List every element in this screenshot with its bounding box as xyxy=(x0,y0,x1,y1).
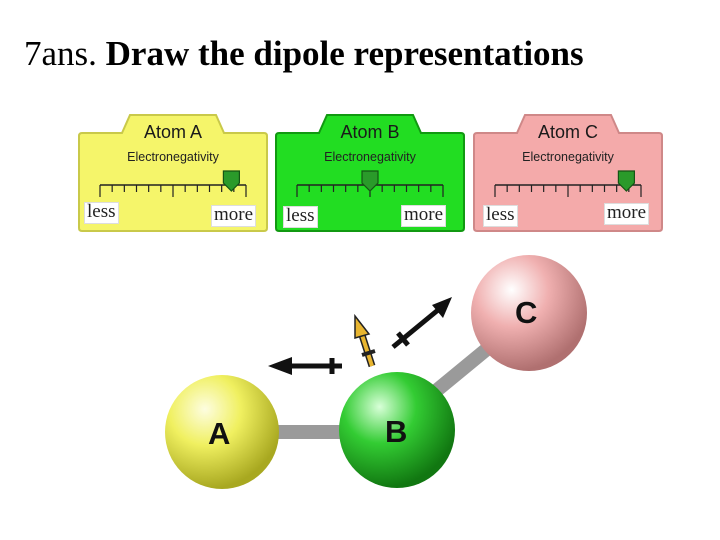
atom-a-more-label: more xyxy=(211,205,257,227)
panel-shape xyxy=(78,114,268,232)
electronegativity-marker xyxy=(361,170,379,192)
atom-c-title: Atom C xyxy=(537,122,598,142)
atom-a-less-label: less xyxy=(84,202,119,224)
atom-b-less-label: less xyxy=(283,206,318,228)
dipole-arrow-a-b xyxy=(268,357,342,375)
atom-a-label: A xyxy=(208,416,231,451)
atom-c-electronegativity-label: Electronegativity xyxy=(522,150,614,164)
dipole-arrow-b-c xyxy=(391,297,452,349)
atom-b-title: Atom B xyxy=(340,122,400,142)
atom-b-electronegativity-label: Electronegativity xyxy=(324,150,416,164)
atom-a-title: Atom A xyxy=(143,122,203,142)
atom-b-electronegativity-scale xyxy=(296,170,444,197)
net-dipole-arrow xyxy=(354,313,376,368)
page-title: 7ans. Draw the dipole representations xyxy=(24,36,584,71)
atom-a-panel: Atom A Electronegativity less more xyxy=(78,111,268,232)
atom-c-less-label: less xyxy=(483,205,518,227)
atom-b-label: B xyxy=(385,414,408,449)
electronegativity-marker xyxy=(222,170,240,192)
electronegativity-marker xyxy=(617,170,635,192)
atom-c-panel-background xyxy=(473,114,663,232)
atom-c-panel: Atom C Electronegativity less more xyxy=(473,111,663,232)
title-number: 7ans. xyxy=(24,34,97,73)
atom-a-panel-background xyxy=(78,114,268,232)
atom-c-electronegativity-scale xyxy=(494,170,642,197)
atom-a-electronegativity-scale xyxy=(99,170,247,197)
atom-a-sphere xyxy=(165,375,279,489)
title-text: Draw the dipole representations xyxy=(105,34,584,73)
atom-a-electronegativity-label: Electronegativity xyxy=(127,150,219,164)
atom-b-more-label: more xyxy=(401,205,447,227)
atom-b-panel: Atom B Electronegativity less more xyxy=(275,111,465,232)
atom-c-sphere xyxy=(471,255,587,371)
panel-shape xyxy=(473,114,663,232)
atom-c-more-label: more xyxy=(604,203,650,225)
atom-b-sphere xyxy=(339,372,455,488)
atom-c-label: C xyxy=(515,295,538,330)
